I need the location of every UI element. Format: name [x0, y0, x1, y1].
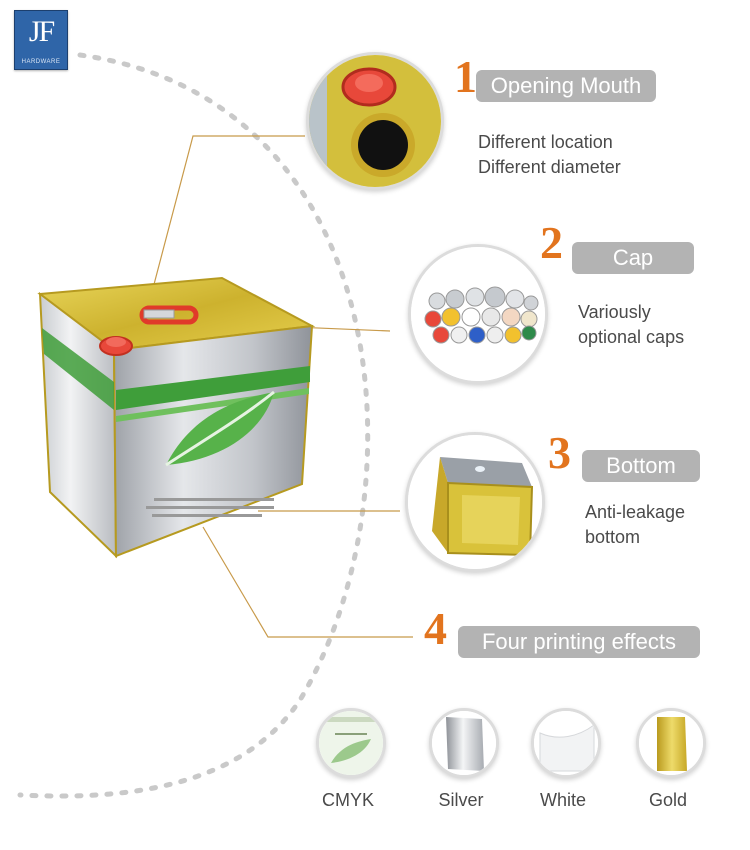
- feature-label-cap: Cap: [572, 242, 694, 274]
- feature-desc-cap: Variously optional caps: [578, 300, 684, 350]
- desc-line: Different location: [478, 132, 613, 152]
- desc-line: Anti-leakage: [585, 502, 686, 522]
- feature-label-opening-mouth: Opening Mouth: [476, 70, 656, 102]
- feature-circle-bottom: [405, 432, 545, 572]
- feature-number-3: 3: [548, 427, 571, 478]
- swatch-circle-white: [531, 708, 601, 778]
- feature-desc-bottom: Anti-leakage bottom: [585, 500, 685, 550]
- opening-mouth-image: [309, 55, 441, 187]
- silver-swatch-image: [432, 711, 496, 775]
- feature-circle-opening-mouth: [306, 52, 444, 190]
- feature-number-1: 1: [454, 51, 477, 102]
- swatch-circle-cmyk: [316, 708, 386, 778]
- feature-number-2: 2: [540, 217, 563, 268]
- feature-number-4: 4: [424, 603, 447, 654]
- feature-desc-opening-mouth: Different location Different diameter: [478, 130, 621, 180]
- leader-line-1: [151, 135, 305, 293]
- feature-label-bottom: Bottom: [582, 450, 700, 482]
- feature-label-printing-effects: Four printing effects: [458, 626, 700, 658]
- desc-line: bottom: [585, 527, 641, 547]
- cmyk-swatch-image: [319, 711, 383, 775]
- desc-line: Variously: [578, 302, 651, 322]
- white-swatch-image: [534, 711, 598, 775]
- desc-line: Different diameter: [478, 157, 621, 177]
- swatch-circle-silver: [429, 708, 499, 778]
- swatch-label-silver: Silver: [438, 790, 484, 810]
- swatch-label-white: White: [539, 790, 586, 810]
- dotted-arc: [17, 52, 371, 799]
- swatch-circle-gold: [636, 708, 706, 778]
- leader-line-4: [202, 526, 413, 638]
- gold-swatch-image: [639, 711, 703, 775]
- logo-mark: JF: [28, 15, 55, 48]
- logo-subtitle: HARDWARE: [21, 59, 61, 65]
- swatch-label-gold: Gold: [648, 790, 688, 810]
- caps-image: [411, 247, 545, 381]
- brand-logo: JF HARDWARE: [14, 10, 68, 70]
- feature-circle-cap: [408, 244, 548, 384]
- product-tin-can: [37, 276, 316, 559]
- bottom-image: [408, 435, 542, 569]
- desc-line: optional caps: [578, 327, 685, 347]
- swatch-label-cmyk: CMYK: [321, 790, 374, 810]
